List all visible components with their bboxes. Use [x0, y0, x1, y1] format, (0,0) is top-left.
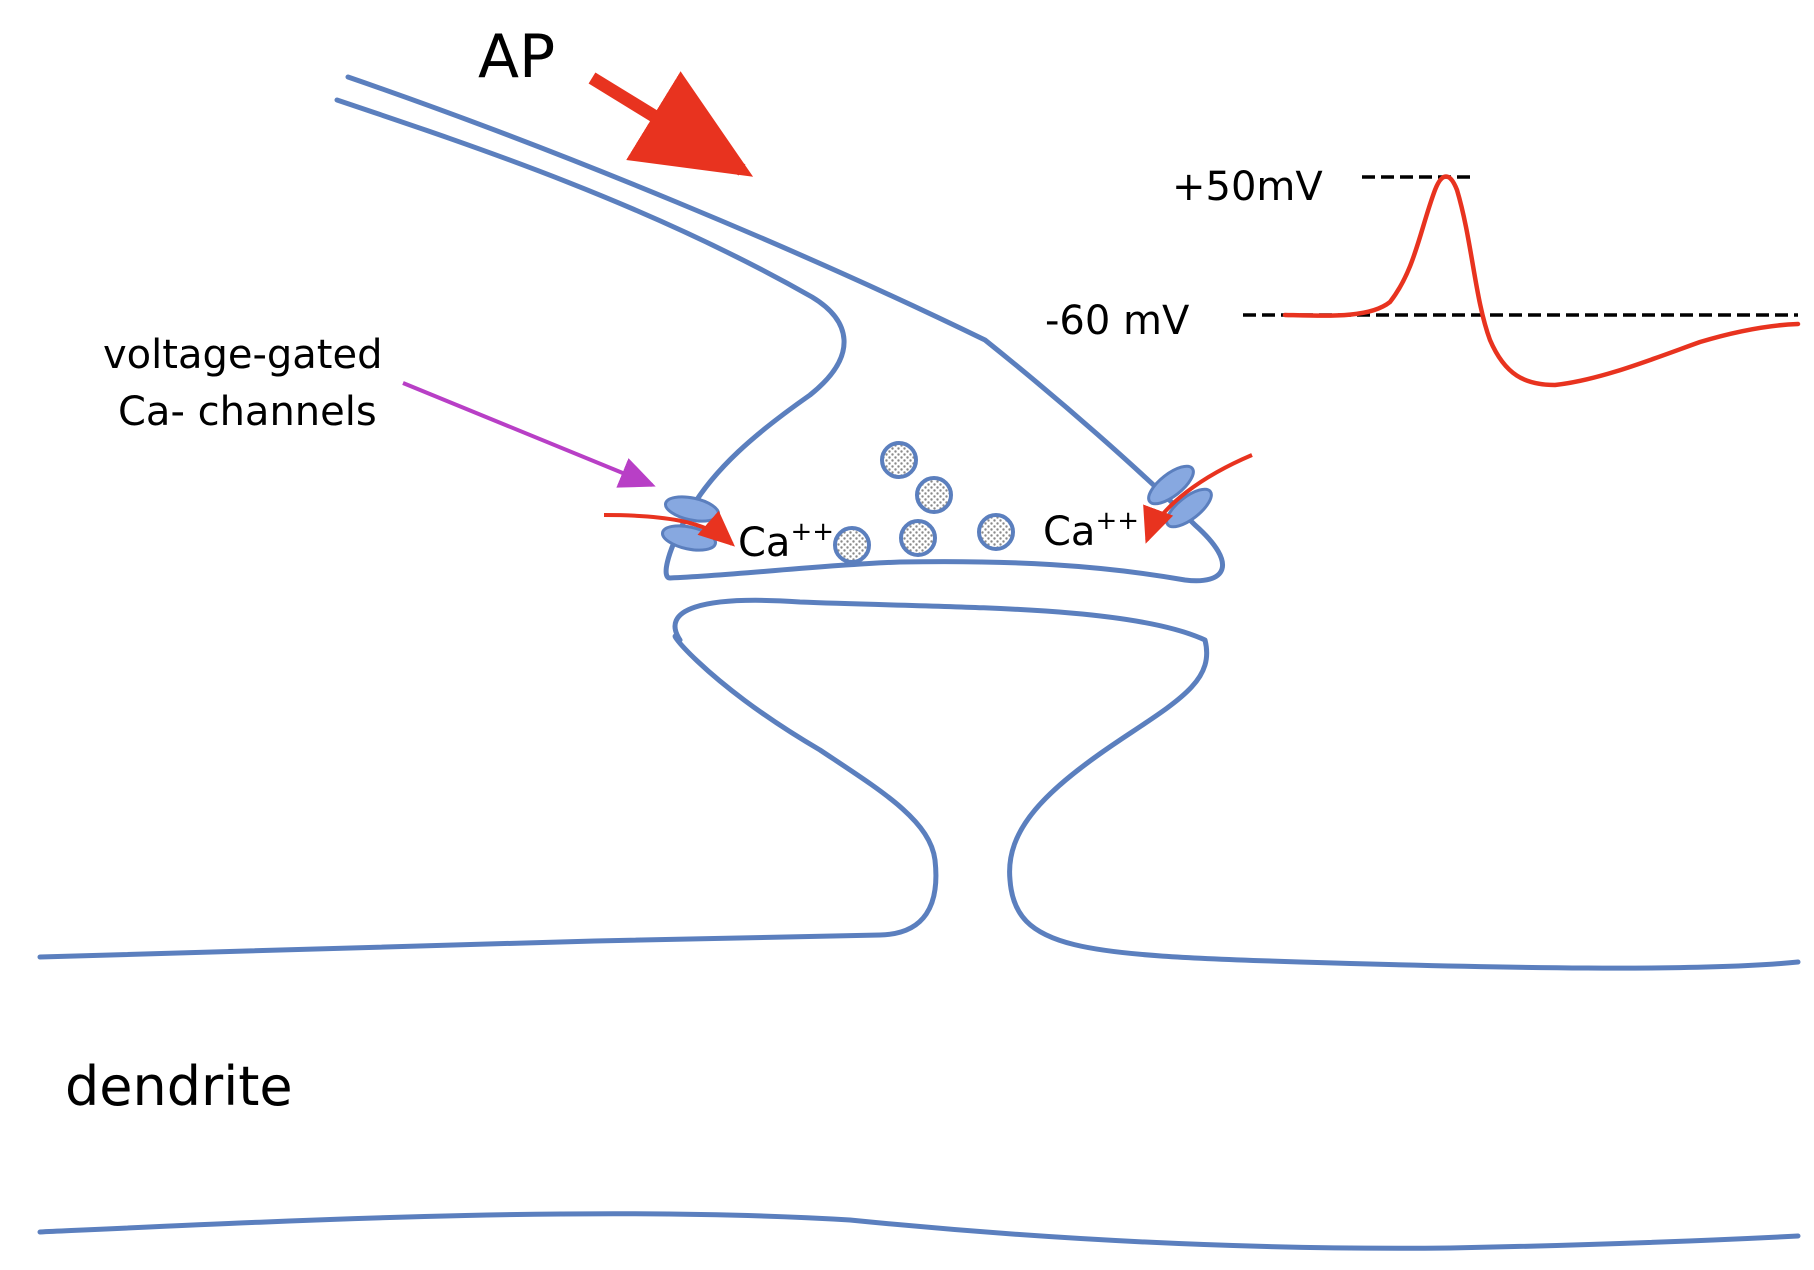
- synaptic-vesicle-icon: [880, 441, 918, 479]
- postsynaptic-membrane: [37, 597, 1801, 1251]
- ap-label: AP: [478, 22, 555, 92]
- resting-voltage-label: -60 mV: [1045, 298, 1190, 344]
- channel-pointer-arrow: [402, 381, 656, 488]
- ca-right-superscript: ++: [1095, 506, 1139, 536]
- ca-label-right: Ca++: [1043, 506, 1139, 555]
- ca-influx-arrow-right: [1143, 453, 1253, 544]
- membrane-potential-curve: [1282, 174, 1801, 388]
- action-potential-trace: +50mV -60 mV: [1045, 164, 1801, 388]
- axon-outer-membrane: [334, 74, 1226, 584]
- ca-right-text: Ca: [1043, 509, 1095, 555]
- ca-left-text: Ca: [738, 520, 790, 566]
- synaptic-vesicle-icon: [899, 519, 937, 557]
- ca-channel-icon: [1147, 464, 1195, 506]
- dendrite-lower-membrane: [37, 1211, 1801, 1251]
- voltage-gated-label-line2: Ca- channels: [118, 389, 377, 435]
- ca-label-left: Ca++: [738, 517, 834, 566]
- vesicle-group: [833, 441, 1015, 564]
- synaptic-vesicle-icon: [915, 476, 953, 514]
- ca-left-superscript: ++: [790, 517, 834, 547]
- peak-voltage-label: +50mV: [1172, 164, 1323, 210]
- ca-influx-arrow-left: [603, 510, 735, 547]
- synaptic-vesicle-icon: [977, 513, 1015, 551]
- spine-membrane: [37, 597, 1801, 971]
- synaptic-vesicle-icon: [833, 526, 871, 564]
- voltage-gated-label-line1: voltage-gated: [103, 332, 382, 378]
- presynaptic-membrane: [334, 74, 1226, 584]
- dendrite-label: dendrite: [65, 1055, 293, 1118]
- ap-direction-arrow: [588, 71, 754, 177]
